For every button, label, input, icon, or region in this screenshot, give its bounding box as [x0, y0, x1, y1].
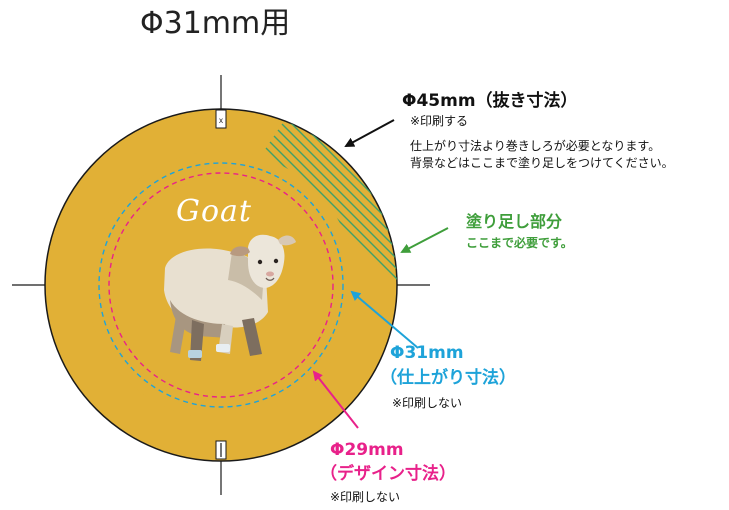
- artwork-goat-text: Goat: [176, 194, 252, 229]
- top-registration-mark: x: [215, 109, 227, 129]
- design-print-note: ※印刷しない: [330, 490, 401, 504]
- design-size-subheading: （デザイン寸法）: [320, 464, 456, 484]
- finish-print-note: ※印刷しない: [392, 396, 463, 410]
- outer-desc-line2: 背景などはここまで塗り足しをつけてください。: [410, 156, 674, 170]
- outer-label-arrow: [344, 119, 395, 147]
- bleed-label-arrow: [400, 227, 449, 253]
- finish-size-heading: Φ31mm: [390, 343, 464, 363]
- bleed-desc: ここまで必要です。: [466, 236, 573, 250]
- outer-print-note: ※印刷する: [410, 114, 469, 128]
- design-circle-29mm: [108, 172, 334, 398]
- finish-circle-31mm: [98, 162, 344, 408]
- goat-illustration: [164, 234, 296, 361]
- design-label-arrow: [312, 370, 359, 429]
- svg-text:x: x: [219, 116, 223, 125]
- outer-size-heading: Φ45mm（抜き寸法）: [402, 91, 578, 111]
- design-size-heading: Φ29mm: [330, 440, 404, 460]
- finish-label-arrow: [350, 290, 419, 349]
- outer-desc-line1: 仕上がり寸法より巻きしろが必要となります。: [410, 139, 661, 153]
- finish-size-subheading: （仕上がり寸法）: [380, 368, 516, 388]
- bottom-registration-mark: [215, 440, 227, 460]
- page-title: Φ31mm用: [140, 6, 291, 41]
- bleed-heading: 塗り足し部分: [466, 212, 563, 231]
